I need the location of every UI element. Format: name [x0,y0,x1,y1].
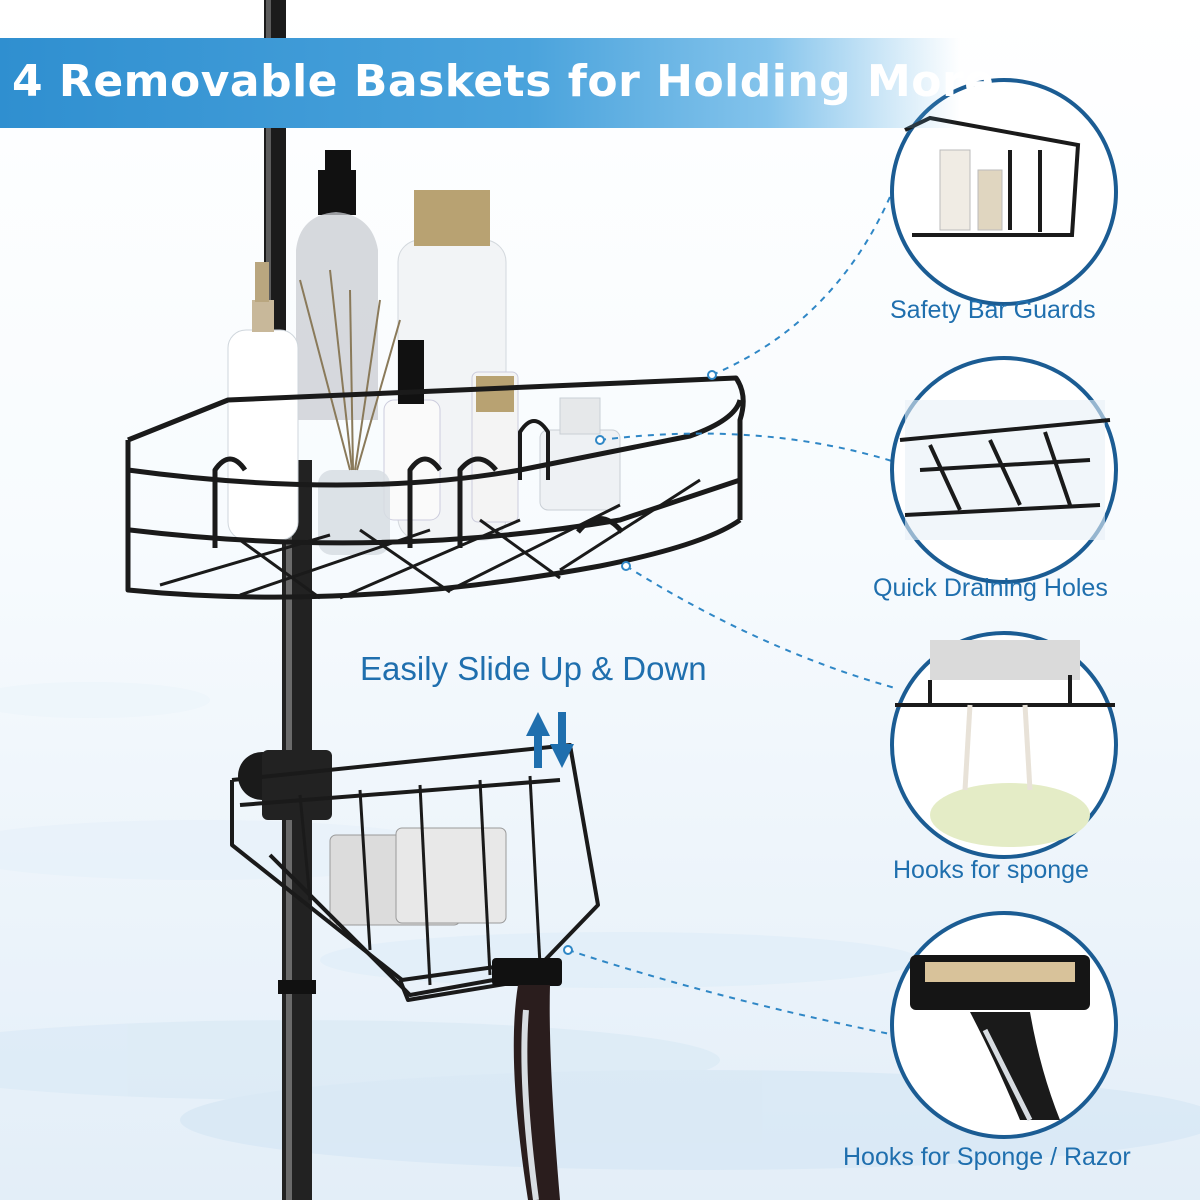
pole-clamp [238,750,332,820]
feature-label-safety-bar-guards: Safety Bar Guards [890,296,1096,324]
title-banner [0,38,960,128]
feature-label-hooks-for-sponge-razor: Hooks for Sponge / Razor [843,1143,1131,1171]
banner-title: 4 Removable Baskets for Holding More [12,56,995,107]
bottles [227,150,621,555]
corner-basket [125,375,746,600]
callout-circle-hooks-for-sponge [890,631,1118,859]
up-down-arrows-icon [526,712,574,768]
callout-connectors [567,184,896,1036]
callout-circle-quick-draining-holes [890,356,1118,584]
slide-label: Easily Slide Up & Down [360,650,707,687]
feature-label-quick-draining-holes: Quick Draining Holes [873,574,1108,602]
tension-pole [264,0,316,1200]
callout-circle-safety-bar-guards [890,78,1118,306]
razor [492,958,562,1200]
callout-circle-hooks-for-sponge-razor [890,911,1118,1139]
feature-label-hooks-for-sponge: Hooks for sponge [893,856,1089,884]
